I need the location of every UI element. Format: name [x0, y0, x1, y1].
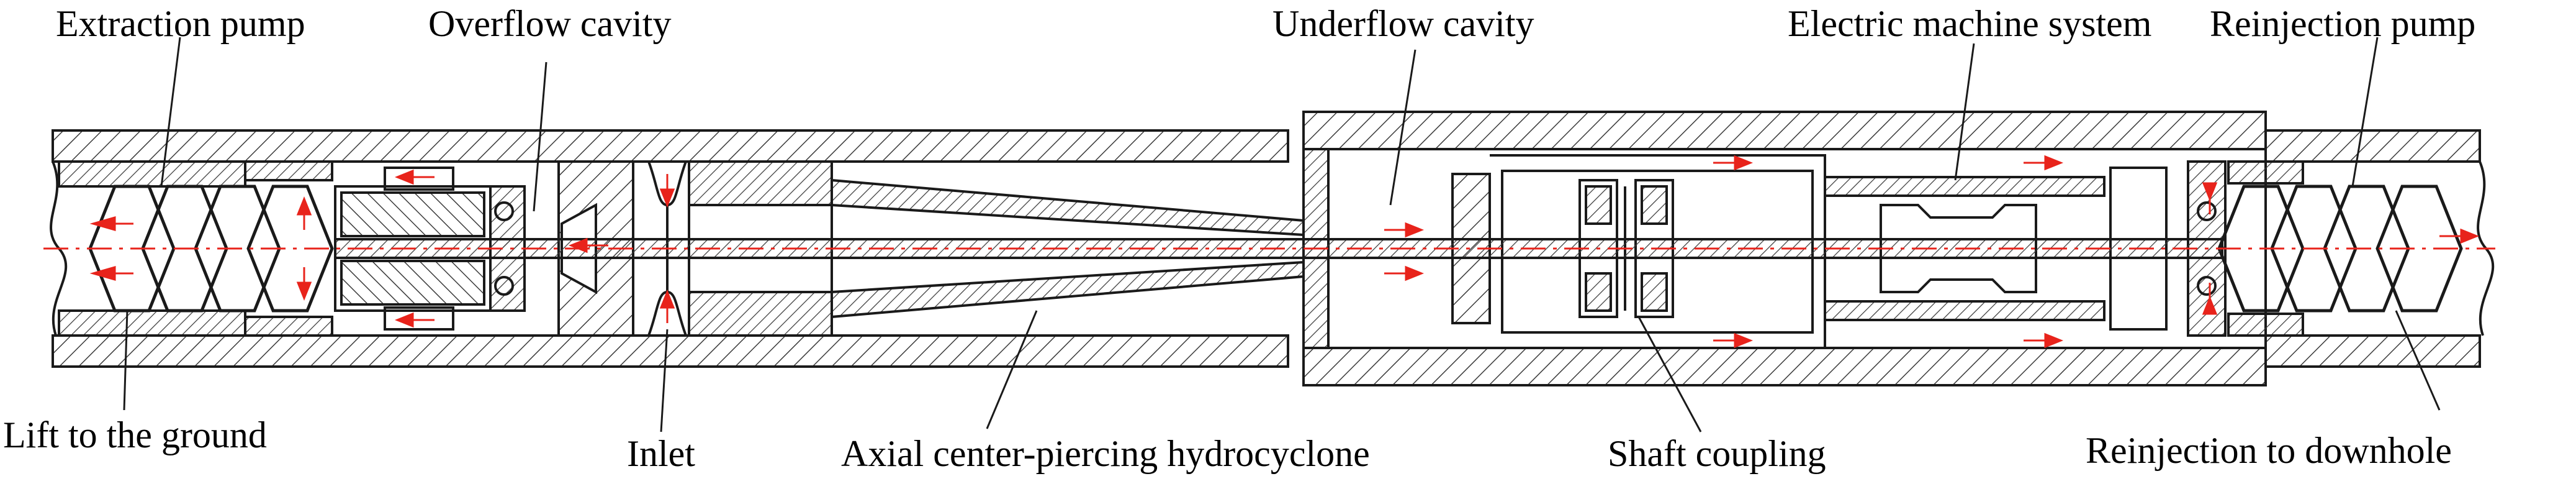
label-inlet: Inlet — [627, 433, 695, 474]
label-hydrocyclone: Axial center-piercing hydrocyclone — [841, 433, 1370, 474]
label-underflow-cavity: Underflow cavity — [1272, 3, 1534, 44]
extraction-pump-housing — [58, 160, 333, 337]
label-overflow-cavity: Overflow cavity — [428, 3, 672, 44]
label-extraction-pump: Extraction pump — [56, 3, 305, 44]
outer-casing — [52, 111, 2481, 386]
label-reinjection-pump: Reinjection pump — [2210, 3, 2476, 44]
flow-arrows — [89, 155, 2480, 349]
leader-lines — [123, 37, 2441, 432]
label-electric-machine-system: Electric machine system — [1788, 3, 2152, 44]
electric-machine — [1824, 167, 2168, 331]
label-lift-to-ground: Lift to the ground — [3, 414, 267, 455]
label-reinjection-downhole: Reinjection to downhole — [2086, 430, 2452, 471]
label-shaft-coupling: Shaft coupling — [1608, 433, 1826, 474]
bearing-block-left — [334, 167, 526, 331]
